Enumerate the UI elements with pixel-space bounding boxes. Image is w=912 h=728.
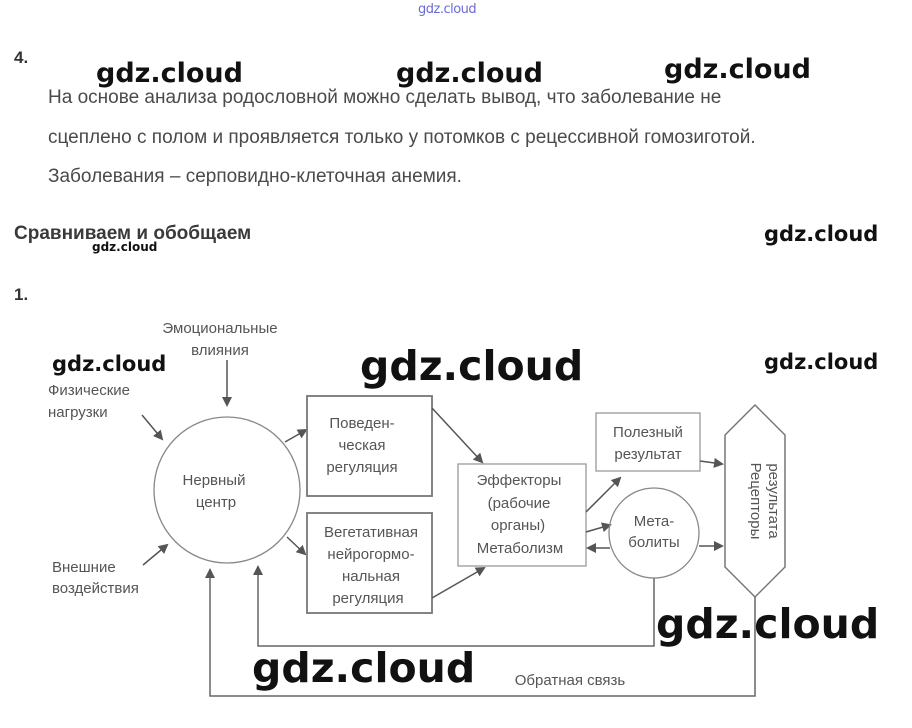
item-number: 4. [14,48,29,67]
external-label-1: Внешние [52,559,116,576]
behavioral-label-2: ческая [338,437,385,454]
arrow [142,543,169,566]
metabolites-label-2: болиты [628,534,679,551]
metabolites-label-1: Мета- [634,513,675,530]
vegetative-label-2: нейрогормо- [327,546,414,563]
nerve-center-label-1: Нервный [183,472,246,489]
watermark: gdz.cloud [764,222,879,246]
vegetative-label-3: нальная [342,568,400,585]
effectors-label-1: Эффекторы [477,472,562,489]
effectors-label-3: органы) [491,517,545,534]
behavioral-label-1: Поведен- [329,415,394,432]
arrow [585,522,612,533]
item-number: 1. [14,285,29,304]
emotional-label-2: влияния [191,342,249,359]
behavioral-box [306,395,433,497]
paragraph-line: сцеплено с полом и проявляется только у … [48,127,756,148]
watermark: gdz.cloud [92,240,158,254]
emotional-label-1: Эмоциональные [162,320,277,337]
watermark: gdz.cloud [656,600,880,648]
effectors-box [457,463,587,567]
external-label-2: воздействия [52,580,139,597]
receptors-label-1: Рецепторы [747,463,764,540]
physical-label-2: нагрузки [48,404,108,421]
watermark: gdz.cloud [418,2,477,17]
receptors-label-2: результата [765,463,782,539]
useful-label-2: результат [614,446,681,463]
paragraph-line: Заболевания – серповидно-клеточная анеми… [48,166,462,187]
nerve-center-label-2: центр [196,494,236,511]
feedback-loop-inner [253,565,655,647]
effectors-label-2: (рабочие [488,495,551,512]
arrow [699,457,724,468]
arrow [286,536,307,556]
feedback-loop-outer [205,568,756,697]
watermark: gdz.cloud [764,350,879,374]
paragraph-line: На основе анализа родословной можно сдел… [48,87,722,108]
watermark: gdz.cloud [96,58,243,89]
arrow [585,476,622,513]
feedback-label: Обратная связь [515,672,626,689]
watermark: gdz.cloud [396,58,543,89]
watermark: gdz.cloud [52,352,167,376]
arrow [141,414,164,441]
vegetative-box [306,512,433,614]
arrow [431,407,484,464]
useful-label-1: Полезный [613,424,683,441]
useful-result-box [595,412,701,472]
vegetative-label-1: Вегетативная [324,524,418,541]
watermark: gdz.cloud [664,54,811,85]
arrow [431,567,486,599]
watermark: gdz.cloud [252,644,476,692]
nerve-center-circle [153,416,301,564]
vegetative-label-4: регуляция [332,590,403,607]
effectors-label-4: Метаболизм [477,540,563,557]
section-heading: Сравниваем и обобщаем [14,223,252,244]
physical-label-1: Физические [48,382,130,399]
arrow [284,429,308,443]
watermark: gdz.cloud [360,342,584,390]
metabolites-circle [608,487,700,579]
behavioral-label-3: регуляция [326,459,397,476]
